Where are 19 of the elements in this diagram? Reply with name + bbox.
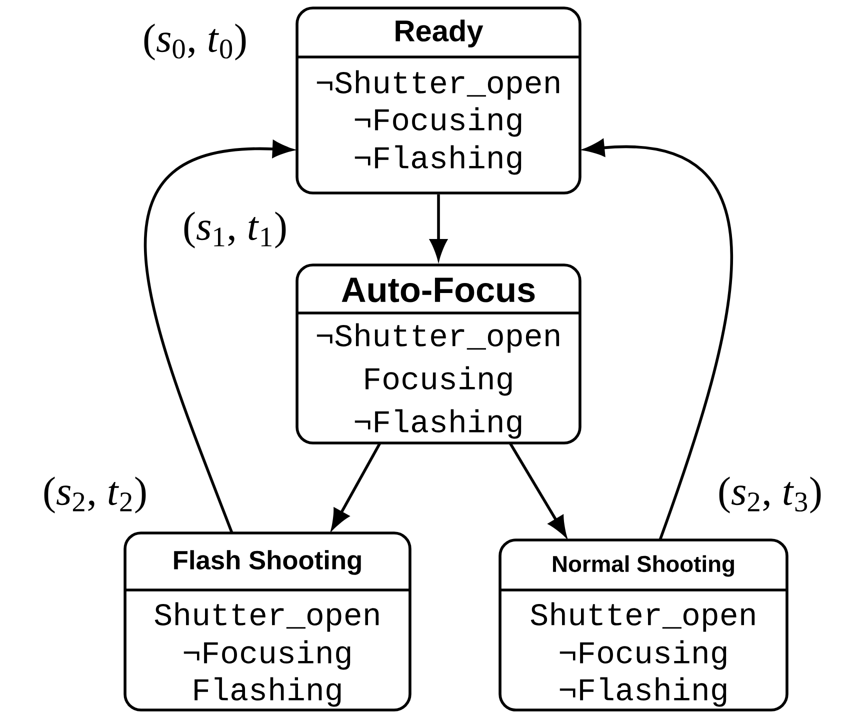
state-name: Auto-Focus xyxy=(342,278,535,302)
proposition: ¬Focusing xyxy=(354,107,522,137)
proposition: Shutter_open xyxy=(154,602,379,632)
proposition: Focusing xyxy=(366,366,512,396)
proposition: Shutter_open xyxy=(530,602,755,632)
proposition: ¬Shutter_open xyxy=(316,323,560,353)
state-label: (s$_{0}$, t$_{0}$) xyxy=(144,24,246,60)
state-label: (s$_{2}$, t$_{2}$) xyxy=(44,476,146,514)
state-name: Normal Shooting xyxy=(553,555,734,577)
state-name: Flash Shooting xyxy=(174,550,361,575)
proposition: ¬Flashing xyxy=(560,677,726,707)
state-name: Ready xyxy=(396,20,484,48)
proposition: ¬Flashing xyxy=(354,409,522,439)
proposition: ¬Focusing xyxy=(560,640,726,670)
state-label: (s$_{2}$, t$_{3}$) xyxy=(719,476,821,514)
proposition: ¬Focusing xyxy=(184,640,350,670)
proposition: Flashing xyxy=(194,677,341,707)
proposition: ¬Flashing xyxy=(354,145,522,175)
proposition: ¬Shutter_open xyxy=(316,70,560,100)
